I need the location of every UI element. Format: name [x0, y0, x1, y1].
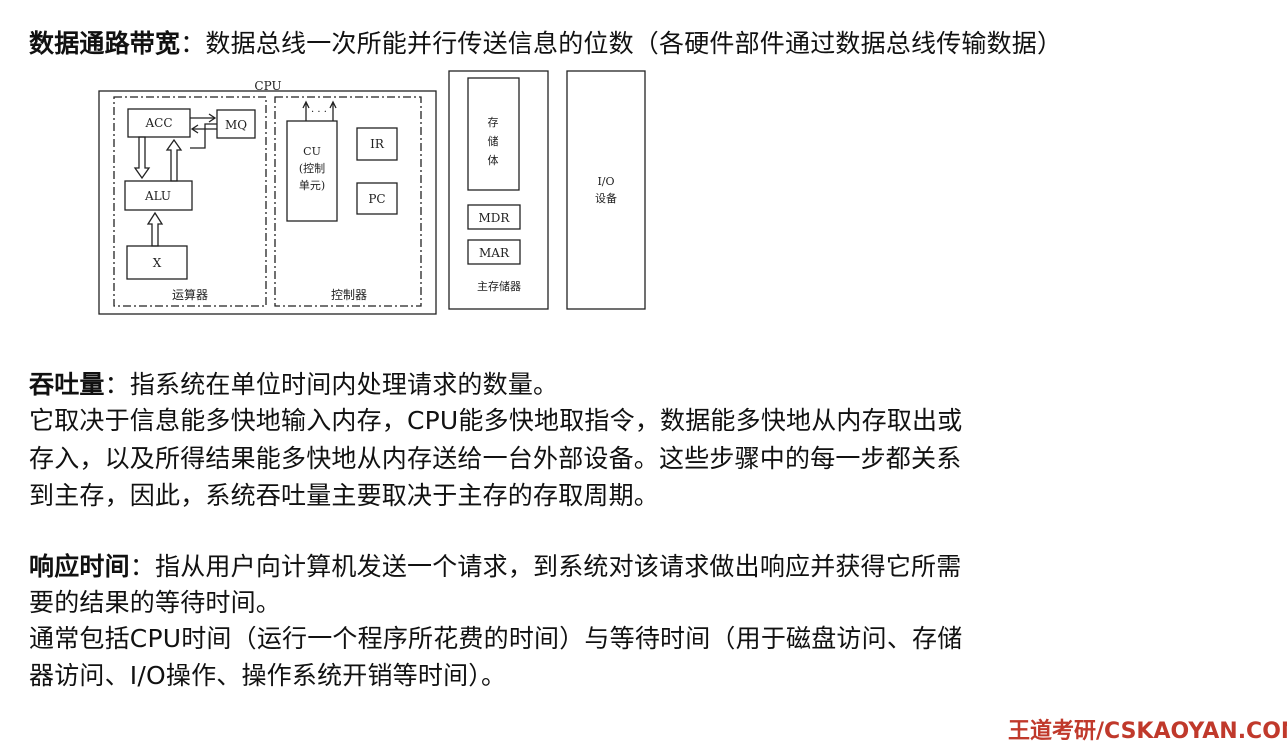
response-time-term: 响应时间 [29, 552, 130, 581]
cu-label-line2: (控制 [299, 161, 325, 175]
main-memory-box [448, 70, 549, 310]
io-label-line1: I/O [597, 175, 614, 188]
storage-body-box [467, 77, 520, 191]
response-time-definition-line2: 要的结果的等待时间。 [29, 588, 282, 617]
acc-to-alu-arrow [133, 136, 151, 180]
throughput-para-line1: 它取决于信息能多快地输入内存，CPU能多快地取指令，数据能多快地从内存取出或 [29, 406, 963, 435]
cu-label-line1: CU [303, 145, 321, 158]
alu-label: ALU [144, 189, 171, 203]
response-time-colon: ： [129, 552, 156, 581]
pc-label: PC [368, 192, 385, 206]
acc-to-mq-arrowhead [208, 113, 217, 123]
response-time-definition-line1: 指从用户向计算机发送一个请求，到系统对该请求做出响应并获得它所需 [155, 552, 962, 581]
x-label: X [153, 256, 162, 270]
throughput-colon: ： [104, 370, 130, 399]
cu-label-line3: 单元) [299, 179, 325, 192]
mq-to-acc-arrowhead [190, 124, 199, 134]
pc-box [356, 182, 398, 215]
cpu-box [98, 90, 437, 315]
bandwidth-definition: 数据总线一次所能并行传送信息的位数（各硬件部件通过数据总线传输数据） [205, 29, 1063, 58]
ir-box [356, 127, 398, 161]
cpu-label: CPU [254, 79, 281, 93]
acc-box [127, 108, 191, 138]
ir-label: IR [370, 137, 385, 151]
acc-label: ACC [144, 116, 172, 130]
storage-label-line3: 体 [488, 153, 499, 167]
mq-label: MQ [225, 118, 247, 132]
cu-signal-arrow-left [302, 100, 310, 109]
cu-box [286, 120, 338, 222]
bandwidth-paragraph: 数据通路带宽：数据总线一次所能并行传送信息的位数（各硬件部件通过数据总线传输数据… [29, 28, 1062, 60]
cu-dots: · · · [311, 107, 327, 118]
bandwidth-term: 数据通路带宽 [29, 29, 181, 58]
main-memory-label: 主存储器 [477, 279, 521, 293]
mar-box [467, 239, 521, 265]
x-to-alu-arrow [146, 211, 164, 247]
response-time-heading: 响应时间：指从用户向计算机发送一个请求，到系统对该请求做出响应并获得它所需 [29, 551, 961, 583]
alu-to-acc-arrow [165, 138, 183, 182]
acc-mq-link [190, 123, 217, 149]
throughput-heading: 吞吐量：指系统在单位时间内处理请求的数量。 [29, 369, 558, 401]
bandwidth-colon: ： [180, 29, 206, 58]
throughput-para-line3: 到主存，因此，系统吞吐量主要取决于主存的存取周期。 [29, 481, 660, 510]
mar-label: MAR [479, 246, 510, 260]
mdr-box [467, 204, 521, 230]
cu-signal-arrow-right [329, 100, 337, 109]
footer-brand: 王道考研/CSKAOYAN.COM [1008, 719, 1287, 744]
control-group-label: 控制器 [331, 288, 367, 302]
io-label-line2: 设备 [595, 191, 617, 205]
throughput-para-line2: 存入，以及所得结果能多快地从内存送给一台外部设备。这些步骤中的每一步都关系 [29, 444, 962, 473]
response-time-para-line1: 通常包括CPU时间（运行一个程序所花费的时间）与等待时间（用于磁盘访问、存储 [29, 624, 963, 653]
control-group-box [274, 96, 422, 307]
response-time-para-line2: 器访问、I/O操作、操作系统开销等时间）。 [29, 661, 507, 690]
storage-label-line2: 储 [488, 134, 499, 148]
storage-label-line1: 存 [488, 115, 499, 129]
alu-group-box [113, 96, 267, 307]
throughput-term: 吞吐量 [29, 370, 105, 399]
throughput-definition: 指系统在单位时间内处理请求的数量。 [129, 370, 559, 399]
io-device-box [566, 70, 646, 310]
alu-box [124, 180, 193, 211]
alu-group-label: 运算器 [172, 287, 208, 302]
mdr-label: MDR [479, 211, 511, 225]
